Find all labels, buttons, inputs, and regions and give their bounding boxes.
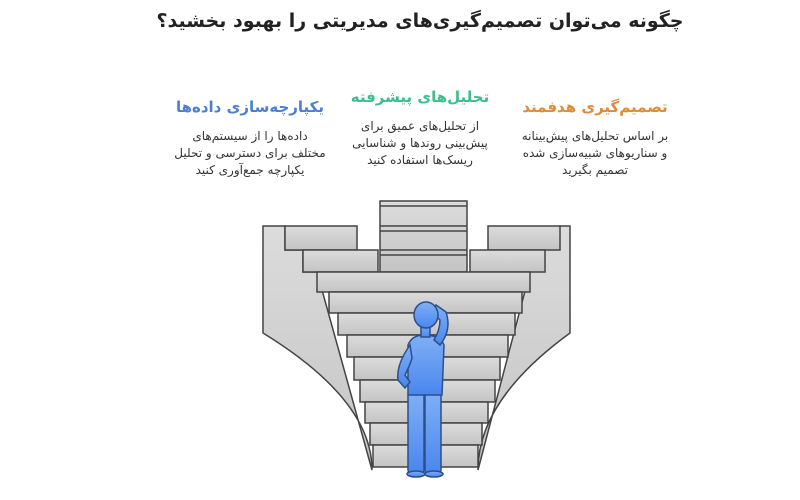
column-line: مختلف برای دسترسی و تحلیل <box>174 146 326 160</box>
column-heading: تصمیم‌گیری هدفمند <box>522 98 668 116</box>
center-column <box>379 200 468 273</box>
right-wall <box>477 225 571 471</box>
column-line: بر اساس تحلیل‌های پیش‌بینانه <box>521 129 669 143</box>
column-data-integration: یکپارچه‌سازی داده‌ها داده‌ها را از سیستم… <box>150 98 350 179</box>
column-line: تصمیم بگیرید <box>562 163 628 177</box>
column-line: پیش‌بینی روندها و شناسایی <box>352 136 488 150</box>
column-heading: یکپارچه‌سازی داده‌ها <box>175 98 325 116</box>
column-line: و سناریوهای شبیه‌سازی شده <box>522 146 668 160</box>
column-line: داده‌ها را از سیستم‌های <box>192 129 308 143</box>
page-title: چگونه می‌توان تصمیم‌گیری‌های مدیریتی را … <box>156 10 684 32</box>
column-line: یکپارچه جمع‌آوری کنید <box>195 163 305 177</box>
column-advanced-analytics: تحلیل‌های پیشرفته از تحلیل‌های عمیق برای… <box>320 88 520 169</box>
person-figure <box>397 301 449 478</box>
column-heading: تحلیل‌های پیشرفته <box>350 88 490 106</box>
column-line: ریسک‌ها استفاده کنید <box>367 153 473 167</box>
column-targeted-decision: تصمیم‌گیری هدفمند بر اساس تحلیل‌های پیش‌… <box>490 98 700 179</box>
column-line: از تحلیل‌های عمیق برای <box>360 119 480 133</box>
